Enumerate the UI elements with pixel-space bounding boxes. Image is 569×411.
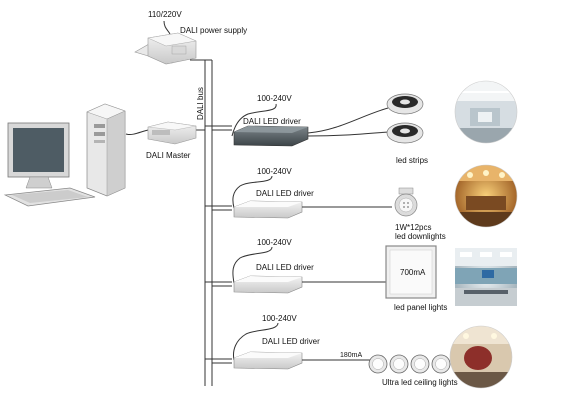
downlight — [394, 187, 418, 217]
led-panel-light: 700mA — [385, 245, 437, 299]
dali-bus-label: DALI bus — [196, 87, 205, 120]
channel-1-load-label: led strips — [396, 156, 428, 165]
channel-1-driver-label: DALI LED driver — [243, 117, 301, 126]
channel-4-voltage-label: 100-240V — [262, 314, 297, 323]
channel-3: 100-240V DALI LED driver 700mA led panel… — [232, 238, 517, 312]
supply-voltage-label: 110/220V — [148, 10, 182, 19]
led-strip-reel — [386, 93, 424, 115]
channel-4-driver-label: DALI LED driver — [262, 337, 320, 346]
dali-master: DALI Master — [146, 121, 197, 160]
room-photo-1 — [455, 81, 517, 143]
channel-2-driver-label: DALI LED driver — [256, 189, 314, 198]
panel-current-label: 700mA — [400, 268, 426, 277]
dali-power-supply: 110/220V DALI power supply — [134, 10, 247, 65]
channel-2: 100-240V DALI LED driver 1W*12pcs led do… — [232, 164, 518, 241]
channel-4: 100-240V DALI LED driver 180mA Ultra led… — [233, 314, 513, 389]
channel-3-load-label: led panel lights — [394, 303, 447, 312]
channel-3-driver-label: DALI LED driver — [256, 263, 314, 272]
channel-2-voltage-label: 100-240V — [257, 167, 292, 176]
room-photo-4 — [450, 326, 512, 388]
channel-2-load-label-line2: led downlights — [395, 232, 446, 241]
power-supply-label: DALI power supply — [180, 26, 247, 35]
dali-master-label: DALI Master — [146, 151, 191, 160]
room-photo-3 — [455, 248, 517, 306]
room-photo-2 — [455, 165, 517, 227]
led-strip-reel — [386, 122, 424, 144]
channel-4-current-label: 180mA — [340, 352, 363, 359]
channel-4-load-label: Ultra led ceiling lights — [382, 378, 458, 387]
channel-3-voltage-label: 100-240V — [257, 238, 292, 247]
channel-1: 100-240V DALI LED driver led strips — [231, 80, 518, 165]
bus-wiring — [125, 59, 232, 386]
ceiling-light — [431, 354, 451, 374]
channel-2-load-label: 1W*12pcs — [395, 223, 431, 232]
computer — [3, 103, 126, 207]
ceiling-light — [410, 354, 430, 374]
ceiling-light — [368, 354, 388, 374]
channel-1-voltage-label: 100-240V — [257, 94, 292, 103]
ceiling-light — [389, 354, 409, 374]
